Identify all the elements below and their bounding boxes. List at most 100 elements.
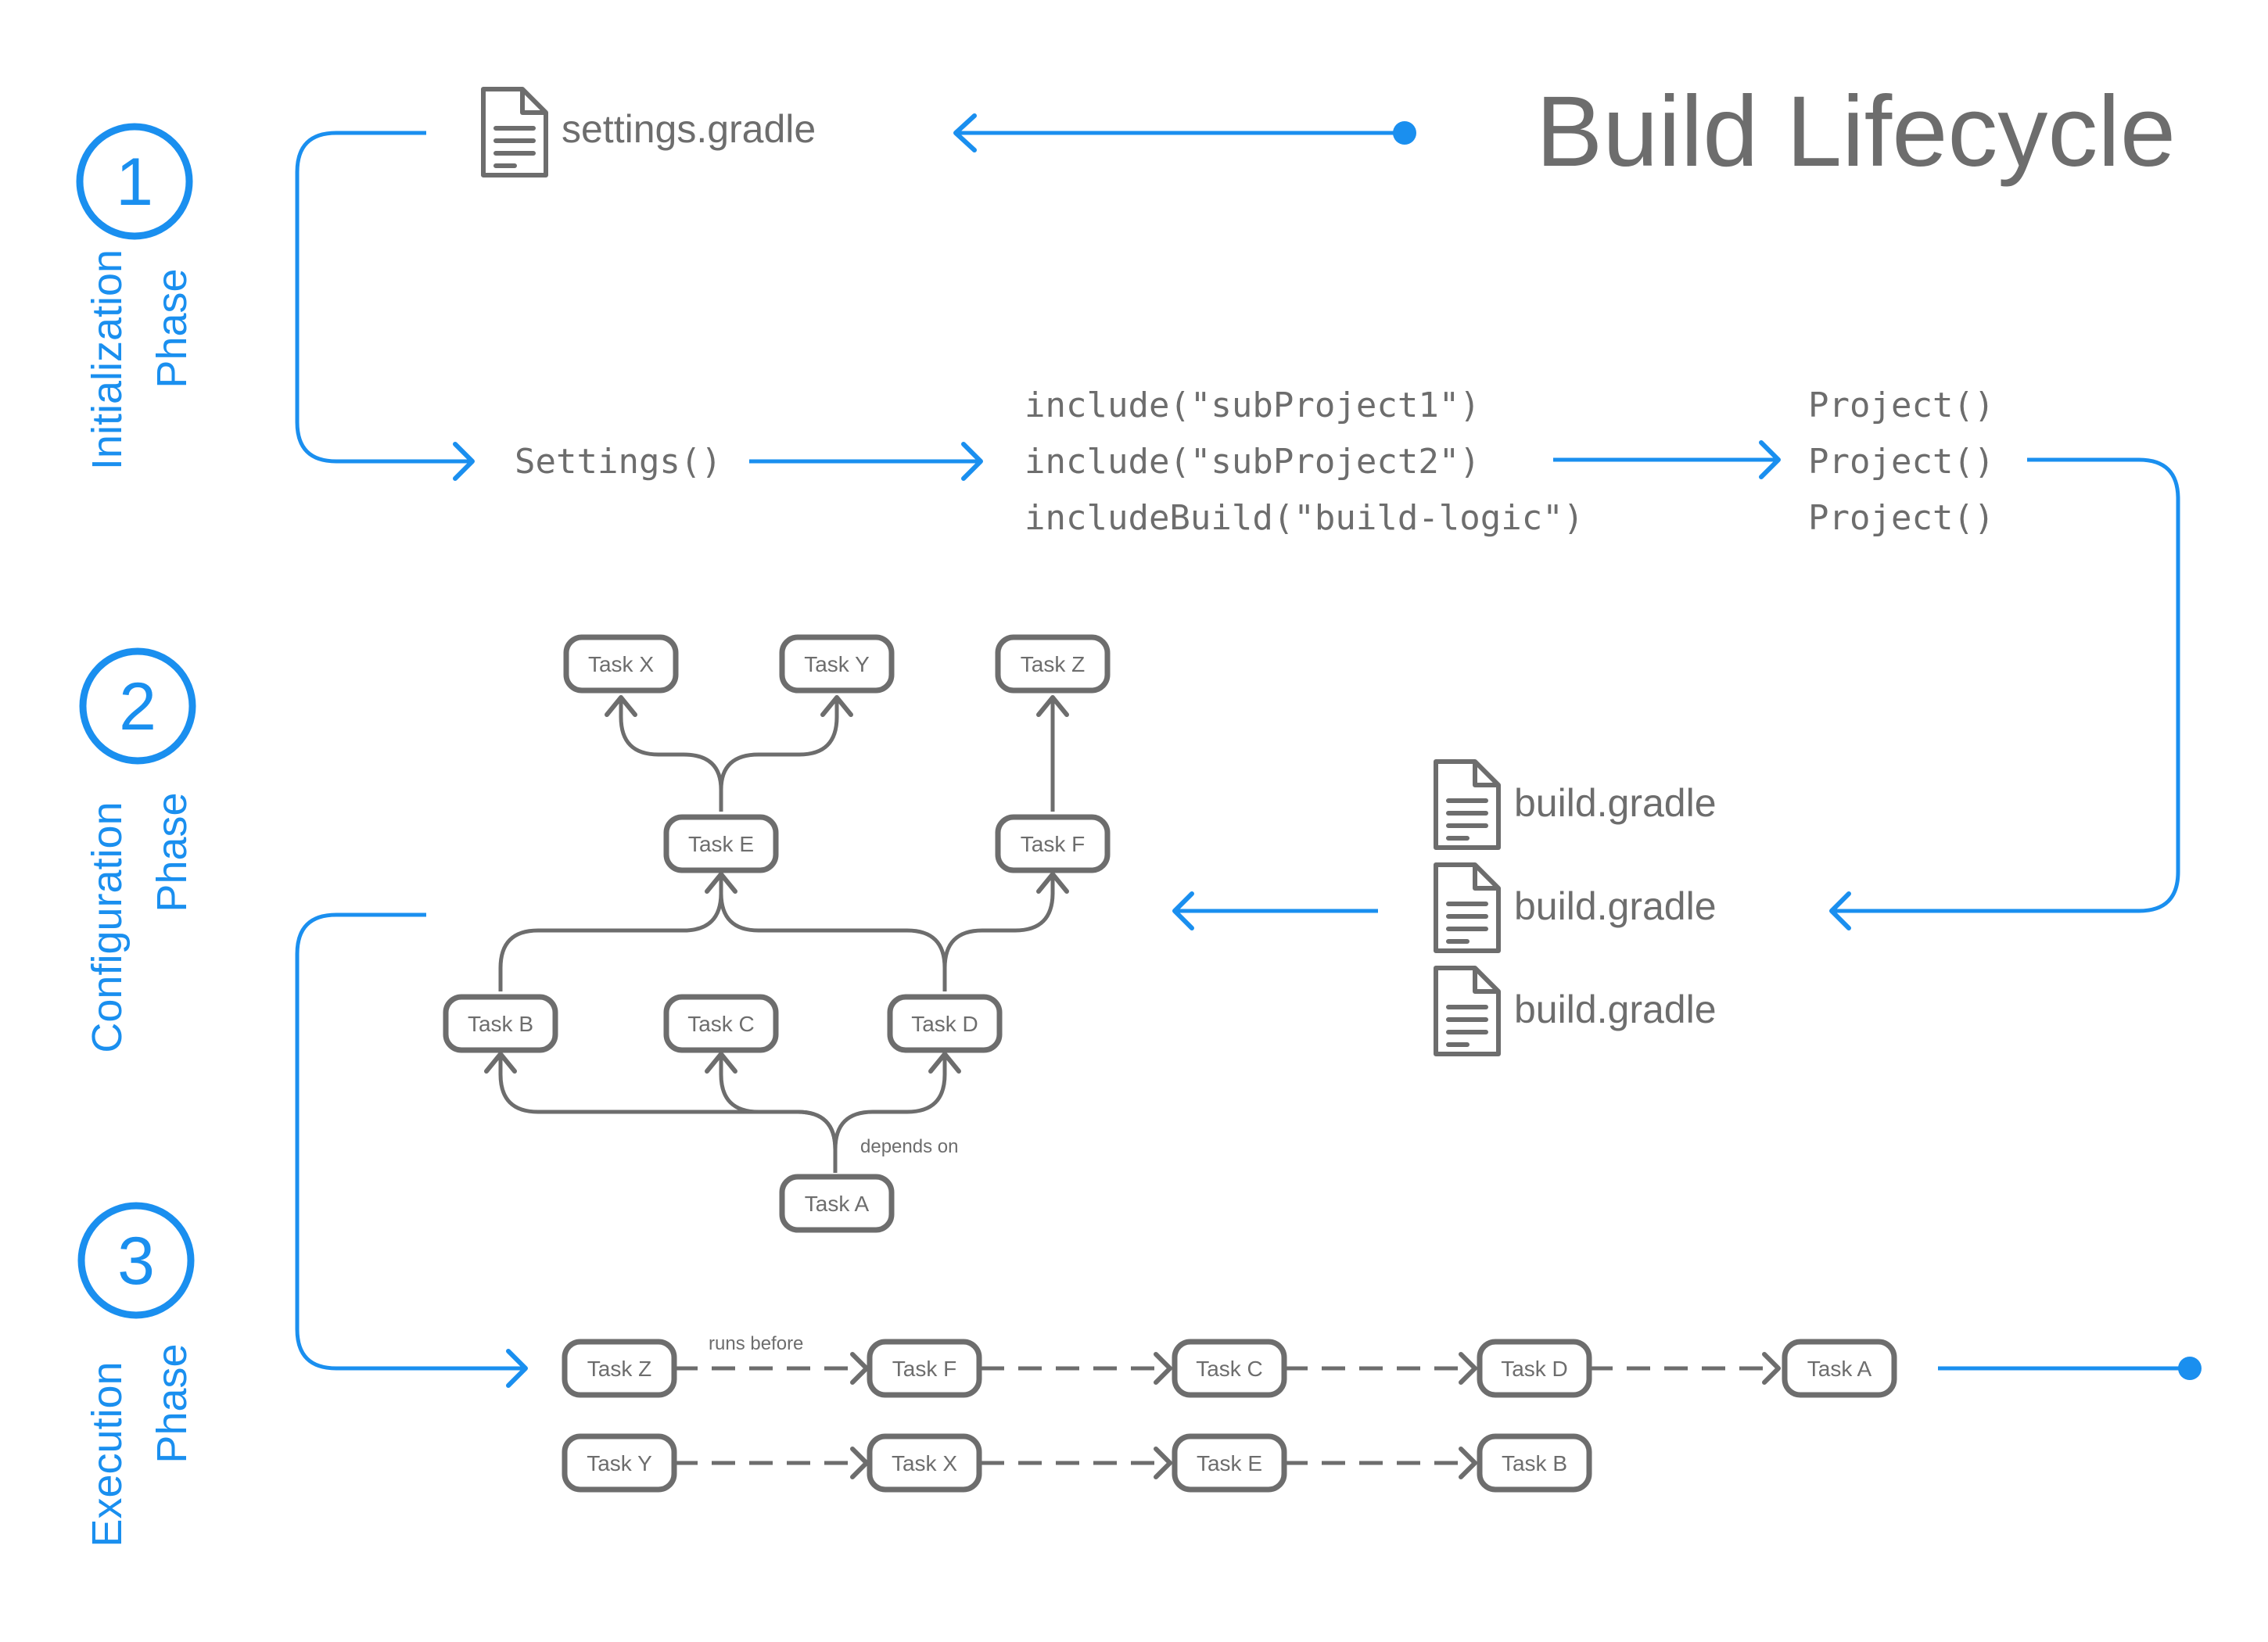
depends-on-label: depends on [860,1136,958,1157]
task-node-label: Task D [1501,1357,1568,1381]
task-node-box [995,634,1111,694]
task-node-box [867,1433,982,1493]
task-node: Task F [867,1339,982,1398]
task-node-box [1172,1433,1287,1493]
task-node-label: Task F [1021,832,1085,856]
task-node: Task B [443,994,558,1053]
include-list: include("subProject1") include("subProje… [1025,385,1584,538]
phase-2-badge: 2 Configuration Phase [79,647,196,1053]
project-line: Project() [1808,385,1994,425]
include-line: include("subProject2") [1025,442,1480,482]
dependency-edge [619,701,723,812]
page-title: Build Lifecycle [1536,76,2176,188]
task-node-label: Task F [892,1357,956,1381]
file-icon [1436,968,1498,1054]
dependency-edge [719,892,947,991]
phase-name: Execution [84,1361,131,1547]
build-file-label: build.gradle [1514,781,1717,825]
task-node-label: Task X [892,1451,957,1475]
arrowhead [605,695,637,717]
runs-before-label: runs before [709,1333,803,1354]
dependency-edge [498,877,723,991]
arrowhead [1154,1352,1172,1385]
phase-1-badge: 1 Initialization Phase [76,123,196,470]
dependency-edge [833,1057,947,1150]
dependency-edge [719,701,839,791]
task-node-label: Task X [588,652,654,676]
arrowhead [820,695,853,717]
arrowhead [1036,872,1069,894]
task-node: Task B [1477,1433,1592,1493]
dependency-edge [719,1057,838,1150]
phase-suffix: Phase [149,268,196,388]
arrowhead [1829,891,1851,930]
task-node-box [779,634,895,694]
start-dot [1393,121,1416,145]
project-line: Project() [1808,442,1994,482]
task-node-label: Task D [911,1012,978,1036]
task-node-label: Task B [1502,1451,1567,1475]
phase-number: 2 [119,669,156,744]
arrowhead [705,872,737,894]
phase-3-badge: 3 Execution Phase [77,1202,196,1547]
task-node-box [663,994,779,1053]
task-graph-nodes: Task X Task Y Task Z Task E Task F Task … [443,634,1111,1233]
task-node: Task A [779,1174,895,1233]
arrowhead [1759,440,1781,479]
phase-suffix: Phase [149,1343,196,1463]
arrowhead [1459,1352,1477,1385]
task-node-box [562,1433,677,1493]
task-node-box [562,1339,677,1398]
build-file-label: build.gradle [1514,884,1717,928]
build-file-label: build.gradle [1514,988,1717,1031]
arrowhead [484,1052,517,1074]
arrowhead [705,1052,737,1074]
task-node-label: Task Z [587,1357,651,1381]
task-node: Task C [663,994,779,1053]
include-line: includeBuild("build-logic") [1025,498,1584,538]
phase-number: 1 [116,145,153,220]
task-node: Task C [1172,1339,1287,1398]
arrowhead [1762,1352,1781,1385]
task-node: Task D [1477,1339,1592,1398]
task-node-box [1477,1433,1592,1493]
phase-number: 3 [117,1224,155,1299]
task-node: Task X [867,1433,982,1493]
task-node: Task A [1782,1339,1897,1398]
build-file-list: build.gradle build.gradle build.gradle [1436,762,1717,1054]
task-node-box [1782,1339,1897,1398]
dependency-edge [942,877,1055,969]
arrowhead [850,1447,869,1479]
phase-number-circle [77,1202,195,1319]
task-node: Task Y [779,634,895,694]
projects-to-build-files-connector [1835,457,2180,913]
task-node: Task D [887,994,1003,1053]
arrowhead [928,1052,961,1074]
execution-edges [674,1352,1781,1479]
task-node: Task E [663,814,779,873]
arrowhead [453,442,475,481]
task-node-label: Task A [805,1192,870,1216]
arrowhead [506,1349,528,1388]
task-node-label: Task E [1197,1451,1262,1475]
settings-file-label: settings.gradle [562,107,816,151]
task-node-label: Task Y [804,652,870,676]
project-list: Project() Project() Project() [1808,385,1994,538]
dependency-edge [498,1057,838,1173]
arrowhead [953,113,977,152]
task-node-label: Task C [1196,1357,1263,1381]
phase-name: Configuration [84,801,131,1052]
arrowhead [1172,891,1194,930]
phase-name: Initialization [84,249,131,470]
project-line: Project() [1808,498,1994,538]
file-icon [1436,865,1498,951]
file-icon [1436,762,1498,848]
arrowhead [850,1352,869,1385]
task-node-box [1477,1339,1592,1398]
phase-number-circle [76,123,193,240]
task-node: Task Z [562,1339,677,1398]
task-node: Task F [995,814,1111,873]
task-node: Task X [563,634,679,694]
